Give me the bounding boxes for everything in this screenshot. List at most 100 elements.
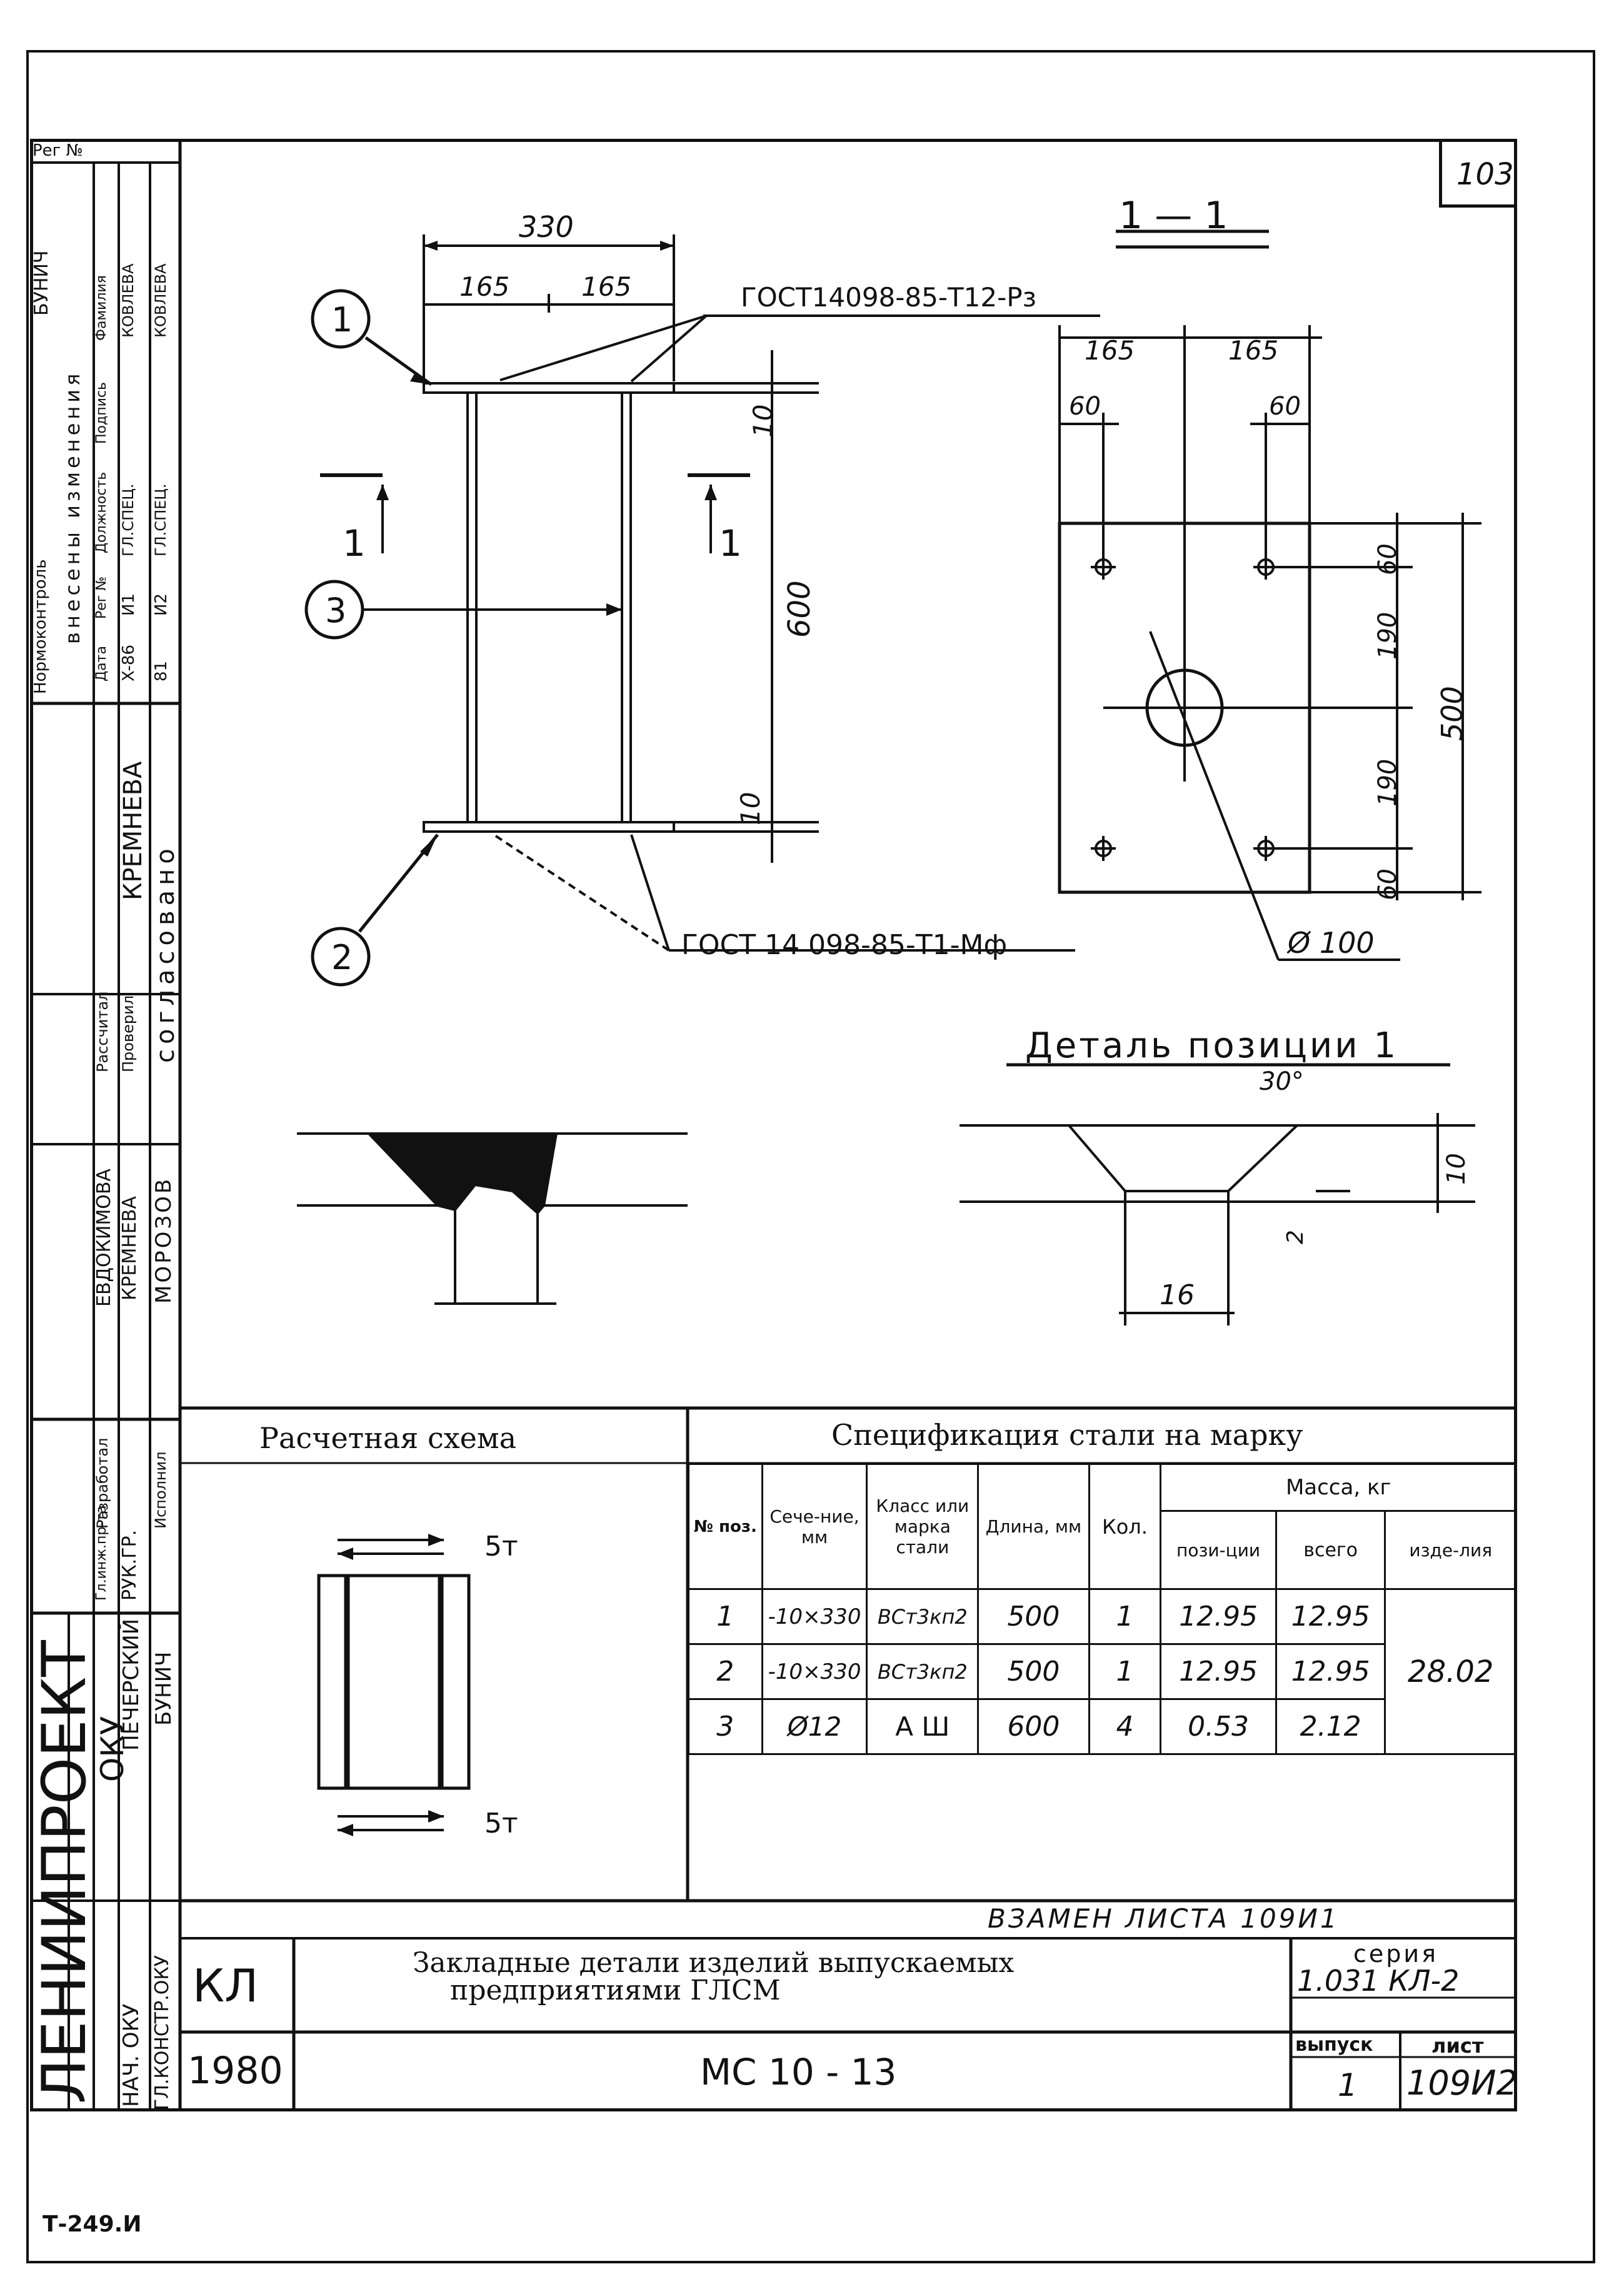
checked-label: Проверил [119, 995, 137, 1072]
change-date-1: X-86 [119, 645, 138, 682]
plate-dim-v-bot: 60 [1373, 868, 1402, 900]
page-number: 103 [1456, 157, 1514, 192]
weld-note-bottom: ГОСТ 14 098-85-Т1-Мф [681, 929, 1008, 961]
name-bunich: БУНИЧ [151, 1651, 176, 1726]
scheme-force-bottom: 5т [484, 1808, 518, 1839]
th-pos: № поз. [688, 1463, 763, 1590]
cell-grade: ВСт3кп2 [866, 1588, 980, 1645]
dim-bottom-thickness: 10 [735, 792, 766, 825]
section-mark-right: 1 [719, 522, 742, 565]
th-length: Длина, мм [977, 1463, 1090, 1590]
scheme-title: Расчетная схема [259, 1421, 517, 1455]
th-section: Сече-ние, мм [761, 1463, 868, 1590]
dim-height-600: 600 [782, 580, 817, 638]
plate-dim-edge-left: 60 [1069, 392, 1101, 421]
detail-dim-thickness: 10 [1442, 1153, 1471, 1185]
section-title: 1 — 1 [1119, 194, 1228, 238]
change-date-2: 81 [152, 660, 171, 682]
sheet-border [26, 50, 1595, 2263]
change-col-role: Должность [94, 471, 109, 553]
gl-konstr: ГЛ.КОНСТР.ОКУ [151, 1955, 173, 2110]
cell-qty: 4 [1088, 1698, 1162, 1755]
th-mass-pos: пози-ции [1160, 1510, 1277, 1590]
table-row: 2 -10×330 ВСт3кп2 500 1 12.95 12.95 [688, 1643, 1516, 1700]
cell-item-mass: 28.02 [1384, 1588, 1517, 1755]
cell-mass-total: 2.12 [1275, 1698, 1386, 1755]
th-grade: Класс или марка стали [866, 1463, 980, 1590]
series-label: серия [1353, 1940, 1438, 1968]
sheet-label: лист [1431, 2034, 1484, 2058]
plate-dim-edge-right: 60 [1269, 392, 1301, 421]
cell-section: -10×330 [761, 1643, 868, 1700]
bottom-plate [423, 821, 675, 833]
cell-qty: 1 [1088, 1643, 1162, 1700]
normo-name: БУНИЧ [31, 250, 53, 316]
corner-code: Т-249.И [43, 2211, 142, 2237]
cell-grade: А Ш [866, 1698, 980, 1755]
cell-qty: 1 [1088, 1588, 1162, 1645]
name-moroz: МОРОЗОВ [151, 1176, 176, 1304]
sheet-value: 109И2 [1406, 2063, 1518, 2103]
plate-dim-half-left: 165 [1085, 335, 1135, 366]
th-mass-item: изде-лия [1384, 1510, 1517, 1590]
year: 1980 [188, 2049, 283, 2093]
callout-2: 2 [331, 938, 353, 977]
callout-1: 1 [331, 300, 353, 340]
spec-title: Спецификация стали на марку [831, 1418, 1303, 1452]
cell-mass-pos: 12.95 [1160, 1588, 1277, 1645]
change-col-sign: Подпись [94, 382, 109, 444]
cell-mass-total: 12.95 [1275, 1588, 1386, 1645]
cell-mass-pos: 12.95 [1160, 1643, 1277, 1700]
cell-length: 600 [977, 1698, 1090, 1755]
th-mass: Масса, кг [1160, 1463, 1517, 1512]
spec-table: № поз. Сече-ние, мм Класс или марка стал… [688, 1463, 1517, 1755]
description-line2: предприятиями ГЛСМ [450, 1975, 781, 2006]
table-row: 3 Ø12 А Ш 600 4 0.53 2.12 [688, 1698, 1516, 1755]
cell-pos: 1 [688, 1588, 763, 1645]
detail-title: Деталь позиции 1 [1025, 1025, 1399, 1066]
change-reg-1: И1 [119, 593, 138, 616]
issue-label: выпуск [1295, 2034, 1373, 2056]
change-reg-2: И2 [152, 593, 171, 616]
plate-dim-v-top: 60 [1373, 543, 1402, 575]
reg-number-label: Рег № [33, 141, 83, 160]
counted-label: Рассчитал [94, 991, 111, 1072]
page-number-box [1439, 139, 1517, 208]
th-qty: Кол. [1088, 1463, 1162, 1590]
scheme-rect [317, 1574, 471, 1790]
change-col-date: Дата [94, 646, 109, 682]
org-name: ЛЕНИИПРОЕКТ [29, 1640, 99, 2104]
table-row: 1 -10×330 ВСт3кп2 500 1 12.95 12.95 28.0… [688, 1588, 1517, 1755]
cell-mass-total: 12.95 [1275, 1643, 1386, 1700]
detail-dim-gap: 2 [1283, 1230, 1308, 1244]
dim-half-right: 165 [581, 271, 632, 302]
section-mark-left: 1 [343, 522, 366, 565]
change-role-2: ГЛ.СПЕЦ. [152, 483, 169, 556]
plate-hole-dim: Ø 100 [1288, 926, 1375, 960]
change-name-2: КОВЛЕВА [152, 263, 169, 338]
replaces-note: ВЗАМЕН ЛИСТА 109И1 [988, 1903, 1340, 1934]
cell-length: 500 [977, 1643, 1090, 1700]
changes-heading: внесены изменения [61, 370, 84, 644]
name-kremn: КРЕМНЕВА [119, 1196, 141, 1300]
issue-value: 1 [1338, 2067, 1358, 2103]
series-value: 1.031 КЛ-2 [1297, 1964, 1460, 1998]
cell-pos: 2 [688, 1643, 763, 1700]
kl-label: КЛ [193, 1959, 259, 2012]
scheme-force-top: 5т [484, 1531, 518, 1562]
cell-pos: 3 [688, 1698, 763, 1755]
ruk-gr: РУК.ГР. [119, 1529, 141, 1601]
th-mass-total: всего [1275, 1510, 1386, 1590]
plate-dim-v-mid1: 190 [1373, 611, 1402, 660]
cell-section: Ø12 [761, 1698, 868, 1755]
normocontrol-label: Нормоконтроль [31, 559, 50, 694]
dim-overall-width: 330 [519, 210, 574, 244]
executed-label: Исполнил [152, 1451, 169, 1529]
callout-3: 3 [325, 591, 347, 630]
change-col-name: Фамилия [94, 275, 109, 341]
plate-dim-height: 500 [1435, 686, 1469, 741]
agreed-label: согласовано [151, 843, 180, 1063]
top-plate [423, 382, 675, 394]
